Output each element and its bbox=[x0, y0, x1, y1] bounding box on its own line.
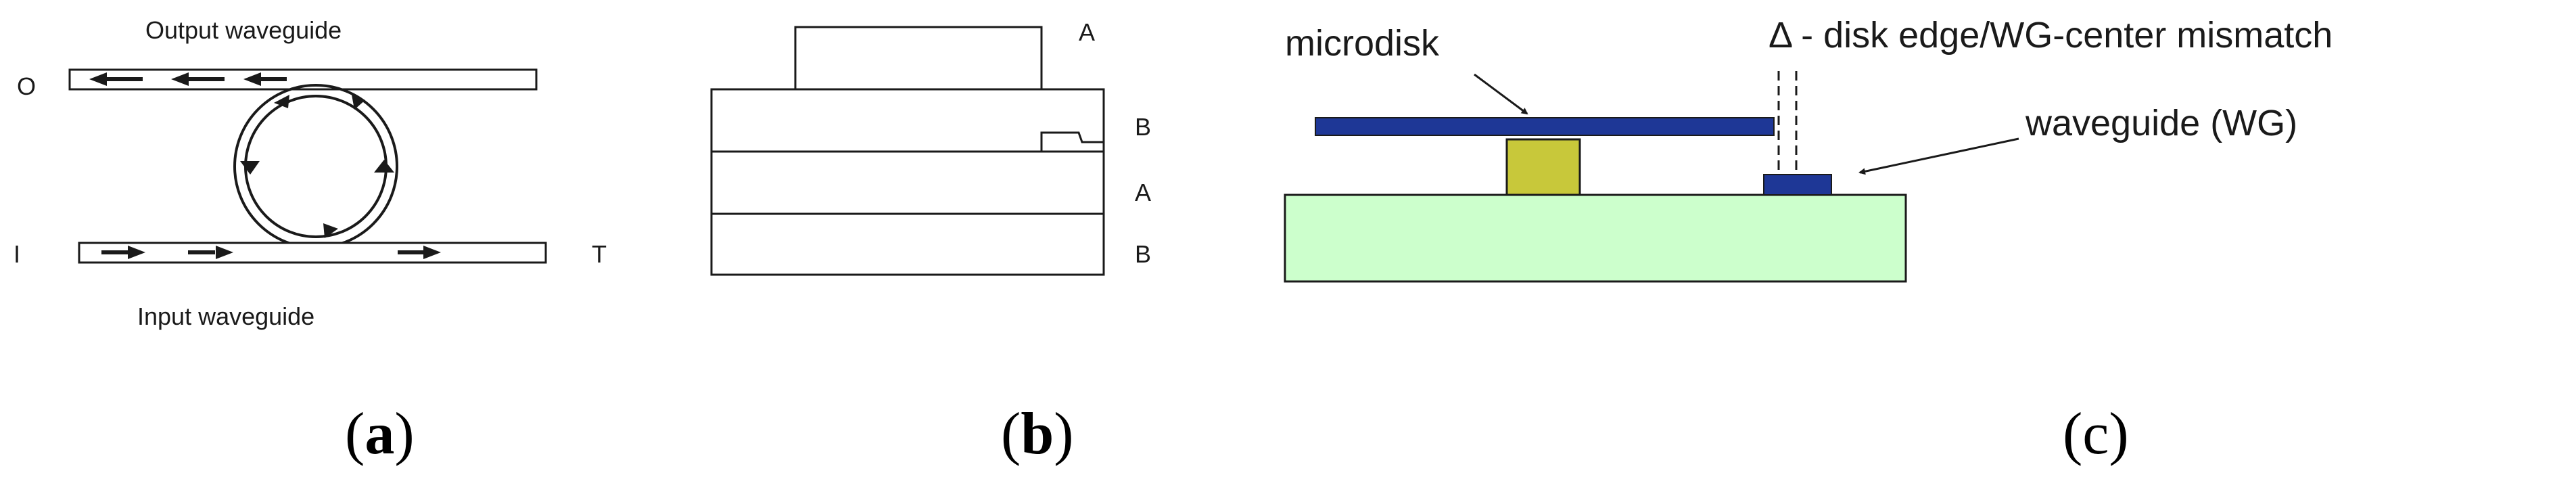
caption-c: (c) bbox=[2063, 401, 2129, 467]
input-waveguide bbox=[78, 242, 547, 264]
ring-resonator bbox=[233, 84, 398, 249]
layer-label-a-middle: A bbox=[1135, 179, 1151, 206]
waveguide-pointer bbox=[1858, 137, 2019, 175]
microdisk-pointer bbox=[1474, 73, 1528, 115]
pedestal bbox=[1505, 138, 1581, 196]
output-waveguide-label: Output waveguide bbox=[145, 16, 342, 44]
panel-b: A B A B (b) bbox=[710, 18, 1151, 467]
layer-a-top bbox=[794, 26, 1043, 91]
layer-label-b-bottom: B bbox=[1135, 240, 1151, 268]
input-waveguide-arrows bbox=[101, 246, 441, 259]
panel-c: microdisk Δ - disk edge/WG-center mismat… bbox=[1284, 15, 2333, 467]
port-t-label: T bbox=[592, 240, 607, 268]
layer-b-step bbox=[1040, 131, 1104, 152]
caption-a: (a) bbox=[345, 401, 415, 467]
mismatch-label: Δ - disk edge/WG-center mismatch bbox=[1769, 15, 2333, 55]
panel-a: Output waveguide O bbox=[14, 16, 607, 467]
substrate bbox=[1284, 194, 1907, 283]
layer-b-upper bbox=[710, 88, 1105, 153]
port-o-label: O bbox=[17, 72, 36, 100]
layer-label-b-upper: B bbox=[1135, 113, 1151, 141]
microdisk bbox=[1315, 117, 1775, 136]
ring-arrows bbox=[240, 95, 394, 238]
waveguide-label: waveguide (WG) bbox=[2025, 103, 2297, 143]
output-waveguide-arrows bbox=[89, 72, 287, 86]
caption-b: (b) bbox=[1001, 401, 1074, 467]
layer-a-middle bbox=[710, 150, 1105, 215]
microdisk-label: microdisk bbox=[1285, 23, 1440, 64]
port-i-label: I bbox=[14, 240, 20, 268]
layer-b-bottom bbox=[710, 212, 1105, 276]
input-waveguide-label: Input waveguide bbox=[137, 302, 314, 330]
waveguide-block bbox=[1763, 174, 1832, 196]
layer-label-a-top: A bbox=[1079, 18, 1095, 46]
